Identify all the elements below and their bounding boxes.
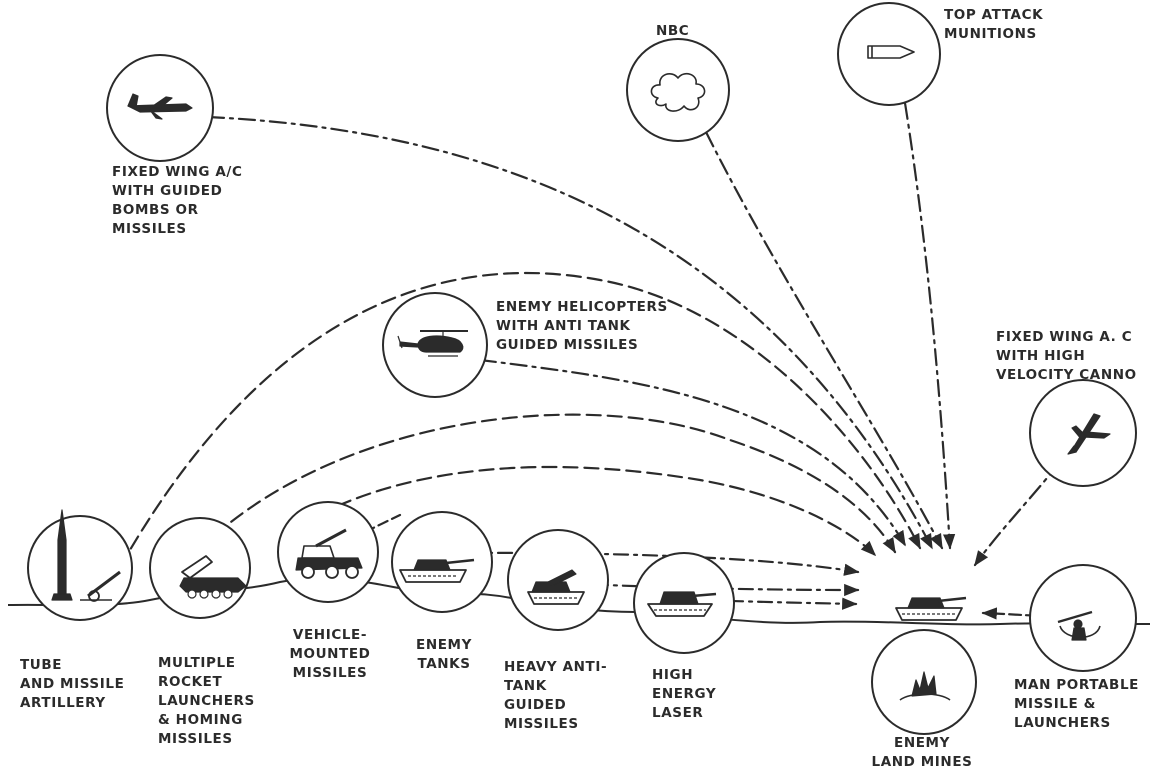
top-attack-munition-icon [867, 45, 915, 59]
label-man-portable: MAN PORTABLE MISSILE & LAUNCHERS [1014, 677, 1139, 731]
circle-nbc [626, 38, 730, 142]
nbc-cloud-icon [650, 72, 706, 112]
circle-vehicle-missiles [277, 501, 379, 603]
label-fixed-wing-guided: FIXED WING A/C WITH GUIDED BOMBS OR MISS… [112, 164, 243, 237]
trajectory-fixed-wing-cannon [973, 460, 1062, 567]
helicopter-icon [397, 330, 468, 357]
circle-man-portable [1029, 564, 1137, 672]
label-heavy-atgm: HEAVY ANTI- TANK GUIDED MISSILES [504, 659, 608, 732]
trajectory-helicopter [478, 358, 907, 547]
soldier-icon [1057, 610, 1101, 641]
target-tank-icon [895, 596, 967, 621]
vehicle-missile-icon [295, 528, 363, 579]
label-vehicle-missiles: VEHICLE- MOUNTED MISSILES [289, 627, 371, 681]
artillery-icon [51, 509, 121, 602]
label-fixed-wing-cannon: FIXED WING A. C WITH HIGH VELOCITY CANNO [996, 329, 1137, 383]
fixed-wing-aircraft-icon [127, 93, 193, 120]
trajectory-rockets [213, 413, 897, 554]
atgm-vehicle-icon [527, 569, 585, 605]
enemy-tank-icon [399, 558, 475, 583]
rocket-launcher-icon [179, 555, 247, 599]
label-nbc: NBC [656, 23, 690, 39]
trajectory-artillery-high [108, 271, 922, 587]
trajectory-nbc [704, 130, 944, 550]
label-top-attack: TOP ATTACK MUNITIONS [944, 7, 1044, 42]
trajectory-top-attack [903, 101, 956, 550]
laser-vehicle-icon [647, 591, 717, 617]
label-laser: HIGH ENERGY LASER [652, 667, 717, 721]
trajectory-vehicle-missiles [298, 465, 877, 557]
circle-rockets [149, 517, 251, 619]
label-rockets: MULTIPLE ROCKET LAUNCHERS & HOMING MISSI… [158, 655, 255, 747]
trajectory-fixed-wing [206, 115, 934, 550]
label-land-mines: ENEMY LAND MINES [871, 735, 973, 770]
label-tanks: ENEMY TANKS [416, 637, 472, 672]
land-mine-icon [899, 671, 951, 701]
circle-top-attack [837, 2, 941, 106]
label-artillery: TUBE AND MISSILE ARTILLERY [20, 657, 125, 711]
jet-aircraft-icon [1067, 413, 1111, 455]
label-helicopters: ENEMY HELICOPTERS WITH ANTI TANK GUIDED … [496, 299, 668, 353]
circle-artillery [27, 515, 133, 621]
